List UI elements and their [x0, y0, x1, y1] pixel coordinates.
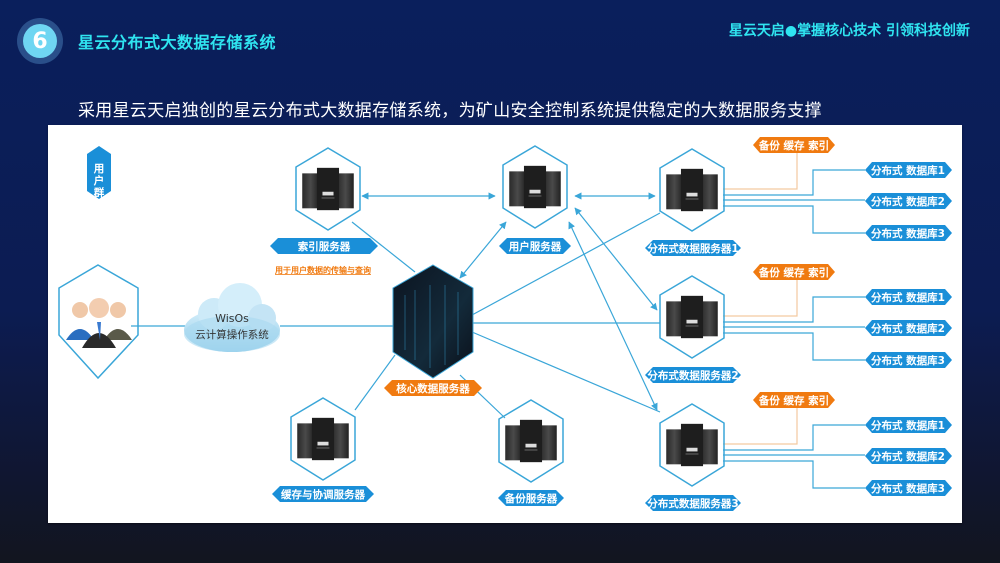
server-icon — [666, 423, 718, 467]
distributed-database-3[interactable]: 分布式 数据库3 — [865, 480, 952, 496]
distributed-database-2[interactable]: 分布式 数据库2 — [865, 193, 952, 209]
core-server-label: 核心数据服务器 — [396, 382, 470, 395]
server-rack-icon — [404, 285, 459, 368]
section-number-badge: 6 — [17, 18, 63, 64]
user-group-label-1: 户 — [93, 174, 105, 187]
cache-server-node[interactable]: 缓存与协调服务器 — [272, 397, 374, 502]
distributed-database-label: 分布式 数据库3 — [871, 482, 945, 495]
distributed-database-1[interactable]: 分布式 数据库1 — [865, 162, 952, 178]
cloud-label-line2: 云计算操作系统 — [195, 328, 269, 341]
dist-server-tag-label: 备份 缓存 索引 — [758, 139, 829, 152]
link-core-dist3 — [471, 331, 661, 413]
distributed-database-label: 分布式 数据库1 — [871, 291, 945, 304]
cloud-icon — [184, 283, 280, 352]
distributed-database-label: 分布式 数据库2 — [871, 450, 945, 463]
dist-server-label: 分布式数据服务器2 — [647, 369, 738, 382]
users-icon — [66, 298, 132, 348]
server-icon — [666, 295, 718, 339]
user-group-label-2: 群 — [94, 186, 105, 199]
user-group-label-0: 用 — [93, 163, 105, 175]
section-number: 6 — [23, 24, 57, 58]
server-icon — [666, 168, 718, 212]
index-server-node[interactable]: 索引服务器 用于用户数据的传输与查询 — [270, 147, 378, 275]
user-group-node[interactable]: 用 户 群 — [58, 146, 139, 380]
server-icon — [505, 419, 557, 463]
db-connectors-3 — [723, 407, 865, 489]
db-connectors — [723, 152, 865, 489]
distributed-database-2[interactable]: 分布式 数据库2 — [865, 320, 952, 336]
distributed-database-label: 分布式 数据库2 — [871, 195, 945, 208]
link-index-core — [351, 221, 416, 273]
dist-server-tag[interactable]: 备份 缓存 索引 — [753, 392, 835, 408]
db-connectors-1 — [723, 152, 865, 234]
link-core-user — [459, 221, 507, 279]
distributed-database-2[interactable]: 分布式 数据库2 — [865, 448, 952, 464]
backup-server-label: 备份服务器 — [504, 492, 558, 505]
connections — [131, 192, 661, 419]
distributed-database-1[interactable]: 分布式 数据库1 — [865, 417, 952, 433]
server-icon — [297, 417, 349, 461]
distributed-database-label: 分布式 数据库1 — [871, 164, 945, 177]
link-user-dist3 — [568, 221, 658, 411]
backup-server-node[interactable]: 备份服务器 — [498, 399, 564, 506]
index-server-note: 用于用户数据的传输与查询 — [274, 265, 371, 275]
distributed-database-label: 分布式 数据库2 — [871, 322, 945, 335]
dist-server-tag-label: 备份 缓存 索引 — [758, 266, 829, 279]
dist-server-tag[interactable]: 备份 缓存 索引 — [753, 264, 835, 280]
link-user-dist2 — [574, 207, 658, 311]
index-server-label: 索引服务器 — [298, 240, 351, 253]
distributed-database-label: 分布式 数据库3 — [871, 227, 945, 240]
dist-server-label: 分布式数据服务器1 — [647, 242, 738, 255]
slogan: 星云天启●掌握核心技术 引领科技创新 — [728, 23, 970, 39]
distributed-database-3[interactable]: 分布式 数据库3 — [865, 352, 952, 368]
cloud-node[interactable]: WisOs 云计算操作系统 — [184, 283, 280, 352]
link-core-cache — [354, 354, 396, 411]
server-icon — [302, 167, 354, 211]
dist-server-tag-label: 备份 缓存 索引 — [758, 394, 829, 407]
server-icon — [509, 165, 561, 209]
distributed-database-label: 分布式 数据库1 — [871, 419, 945, 432]
dist-server-label: 分布式数据服务器3 — [647, 497, 738, 510]
distributed-database-3[interactable]: 分布式 数据库3 — [865, 225, 952, 241]
user-server-node[interactable]: 用户服务器 — [499, 145, 571, 254]
user-server-label: 用户服务器 — [508, 240, 562, 253]
page-title: 星云分布式大数据存储系统 — [78, 33, 277, 52]
cache-server-label: 缓存与协调服务器 — [280, 488, 365, 501]
db-connectors-2 — [723, 279, 865, 361]
dist-server-tag[interactable]: 备份 缓存 索引 — [753, 137, 835, 153]
cloud-label-line1: WisOs — [215, 312, 249, 325]
core-server-node[interactable]: 核心数据服务器 — [384, 264, 482, 396]
distributed-database-1[interactable]: 分布式 数据库1 — [865, 289, 952, 305]
distributed-database-label: 分布式 数据库3 — [871, 354, 945, 367]
page-subtitle: 采用星云天启独创的星云分布式大数据存储系统，为矿山安全控制系统提供稳定的大数据服… — [78, 101, 822, 121]
